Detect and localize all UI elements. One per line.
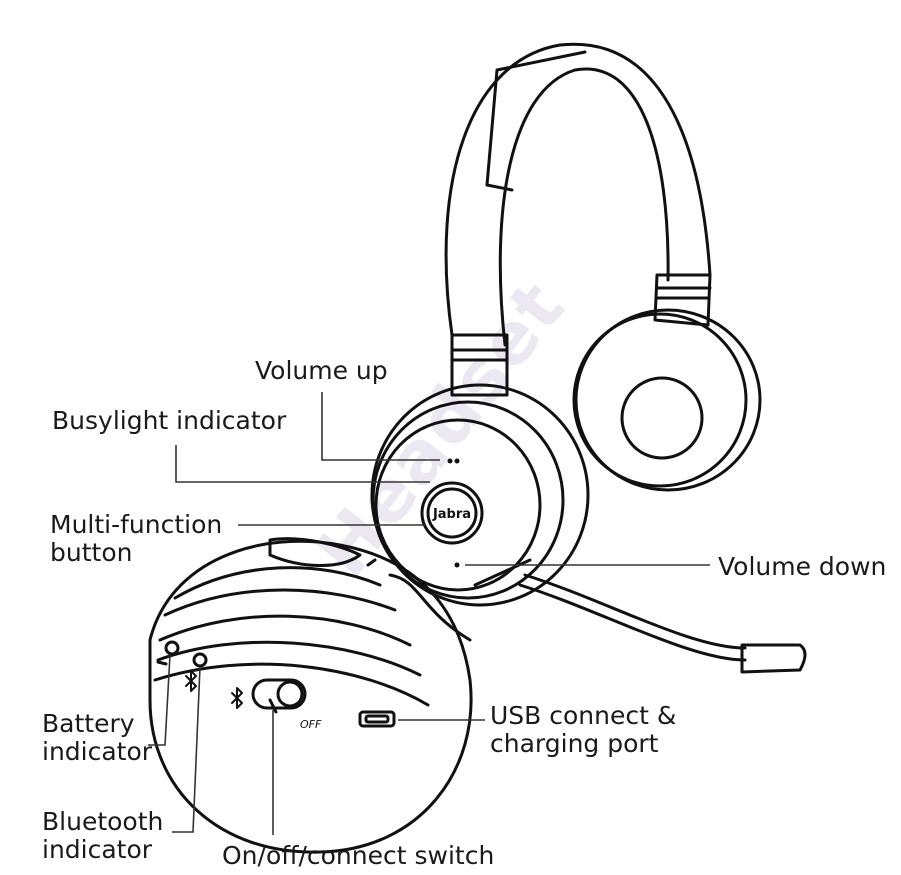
- label-battery-2: indicator: [42, 737, 153, 766]
- switch-slot: [251, 678, 307, 710]
- leader-battery: [148, 654, 171, 746]
- bluetooth-switch-icon: [231, 687, 243, 709]
- label-usb-2: charging port: [490, 729, 659, 758]
- leader-busylight: [175, 445, 430, 483]
- leader-volume-up: [321, 392, 440, 461]
- label-onoff-switch: On/off/connect switch: [222, 841, 495, 870]
- right-ear-cup: [572, 308, 762, 492]
- label-volume-down: Volume down: [718, 552, 887, 581]
- left-ear-cup: [370, 383, 590, 607]
- microphone-boom: [518, 573, 807, 674]
- bluetooth-led: [192, 652, 208, 668]
- label-bluetooth-2: indicator: [42, 835, 153, 864]
- label-volume-up: Volume up: [255, 356, 388, 385]
- zoom-detail-circle: [148, 537, 532, 854]
- battery-led-icon: [164, 640, 180, 656]
- volume-down-dot: [454, 562, 460, 568]
- bluetooth-icon: [185, 670, 197, 692]
- label-battery-1: Battery: [42, 709, 135, 738]
- headband: [444, 42, 712, 397]
- leader-lines: [148, 392, 710, 835]
- label-multifunction-1: Multi-function: [50, 510, 223, 539]
- label-usb-1: USB connect &: [490, 701, 677, 730]
- switch-knob: [276, 680, 304, 708]
- brand-logo: Jabra: [432, 507, 471, 522]
- label-bluetooth-1: Bluetooth: [42, 807, 164, 836]
- label-multifunction-2: button: [50, 538, 133, 567]
- switch-off-label: OFF: [300, 718, 322, 731]
- volume-up-dots: [447, 458, 460, 464]
- leader-bluetooth: [172, 666, 201, 833]
- label-busylight: Busylight indicator: [52, 406, 287, 435]
- usb-port-icon: [358, 710, 396, 728]
